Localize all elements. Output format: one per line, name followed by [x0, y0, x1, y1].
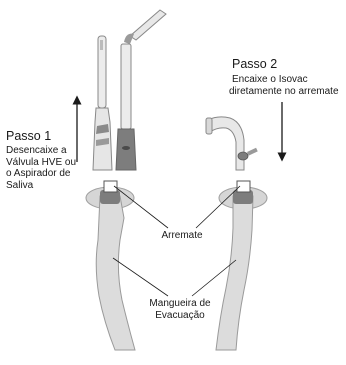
step1-line: o Aspirador de	[6, 168, 71, 179]
hose-callout: Mangueira de Evacuação	[140, 298, 220, 321]
hose-callout-line: Mangueira de	[149, 298, 211, 309]
leader-fitting-right	[195, 185, 241, 229]
step1-line: Saliva	[6, 179, 34, 191]
hve-valve	[92, 35, 113, 171]
step1-description: Desencaixe a Válvula HVE ou o Aspirador …	[6, 145, 76, 191]
leader-fitting-left	[113, 185, 169, 229]
leader-hose-left	[112, 257, 169, 297]
step2-line: diretamente no arremate	[229, 85, 339, 97]
right-hose-assembly	[215, 180, 268, 351]
step1-line: Desencaixe a	[6, 145, 67, 156]
step2-line: Encaixe o Isovac	[232, 74, 308, 85]
isovac-elbow	[205, 116, 258, 171]
hose-callout-line: Evacuação	[155, 309, 205, 321]
saliva-ejector	[115, 9, 167, 171]
left-hose-assembly	[85, 180, 136, 351]
leader-hose-right	[191, 259, 237, 297]
step1-line: Válvula HVE ou	[6, 156, 77, 168]
step2-description: Encaixe o Isovac diretamente no arremate	[229, 74, 339, 97]
step1-title: Passo 1	[6, 129, 52, 143]
step2-title: Passo 2	[232, 57, 278, 71]
fitting-callout: Arremate	[161, 230, 203, 241]
